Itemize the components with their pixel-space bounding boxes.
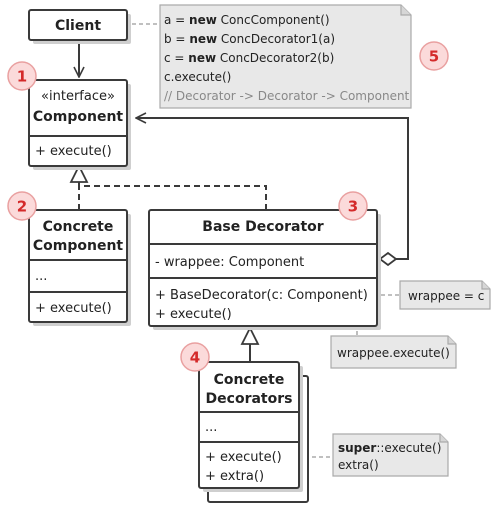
concrete-decorators-box: Concrete Decorators ... + execute() + ex… (198, 361, 309, 503)
component-stereotype: «interface» (41, 89, 115, 104)
concrete-component-box: Concrete Component ... + execute() (28, 209, 131, 326)
execute-note-text: wrappee.execute() (337, 346, 450, 360)
client-box: Client (28, 9, 131, 44)
extra-note-line-1: super::execute() (338, 441, 441, 455)
inheritance-triangle (240, 325, 260, 345)
svg-text:1: 1 (17, 68, 27, 86)
component-box: «interface» Component + execute() (28, 79, 131, 170)
badge-1: 1 (7, 61, 37, 91)
execute-note: wrappee.execute() (330, 335, 457, 369)
client-note-comment: // Decorator -> Decorator -> Component (164, 89, 410, 103)
client-note-line-3: c = new ConcDecorator2(b) (164, 51, 334, 65)
svg-text:3: 3 (348, 198, 358, 216)
constructor-note: wrappee = c (399, 280, 491, 310)
extra-note-line-2: extra() (338, 458, 379, 472)
client-note-line-4: c.execute() (164, 70, 231, 84)
svg-text:2: 2 (17, 198, 27, 216)
client-title: Client (55, 18, 101, 34)
constructor-note-text: wrappee = c (408, 289, 484, 303)
component-title: Component (33, 109, 124, 125)
base-decorator-field-wrappee: - wrappee: Component (155, 255, 304, 270)
badge-2: 2 (7, 191, 37, 221)
concrete-decorators-fields: ... (205, 420, 217, 435)
svg-text:5: 5 (429, 48, 439, 66)
concrete-decorators-title-line2: Decorators (206, 391, 293, 407)
concrete-component-method-execute: + execute() (35, 301, 112, 316)
client-note-line-2: b = new ConcDecorator1(a) (164, 32, 335, 46)
base-decorator-method-constructor: + BaseDecorator(c: Component) (155, 288, 368, 303)
svg-text:4: 4 (190, 349, 200, 367)
base-decorator-title: Base Decorator (202, 219, 324, 235)
aggregation-diamond (378, 251, 398, 267)
client-code-note: a = new ConcComponent() b = new ConcDeco… (159, 4, 412, 109)
concrete-decorators-method-execute: + execute() (205, 450, 282, 465)
aggregation-line (136, 118, 409, 260)
base-decorator-realization-line (79, 185, 267, 210)
base-decorator-method-execute: + execute() (155, 307, 232, 322)
badge-3: 3 (338, 191, 368, 221)
client-note-line-1: a = new ConcComponent() (164, 13, 330, 27)
component-method-execute: + execute() (35, 144, 112, 159)
concrete-component-title-line2: Component (33, 238, 124, 254)
concrete-component-fields: ... (35, 269, 47, 284)
concrete-component-title-line1: Concrete (43, 219, 114, 235)
concrete-decorators-title-line1: Concrete (214, 372, 285, 388)
concrete-decorators-method-extra: + extra() (205, 469, 264, 484)
badge-4: 4 (180, 342, 210, 372)
connectors (69, 43, 409, 362)
extra-note: super::execute() extra() (332, 433, 449, 477)
base-decorator-box: Base Decorator - wrappee: Component + Ba… (148, 209, 381, 330)
badge-5: 5 (419, 41, 449, 71)
